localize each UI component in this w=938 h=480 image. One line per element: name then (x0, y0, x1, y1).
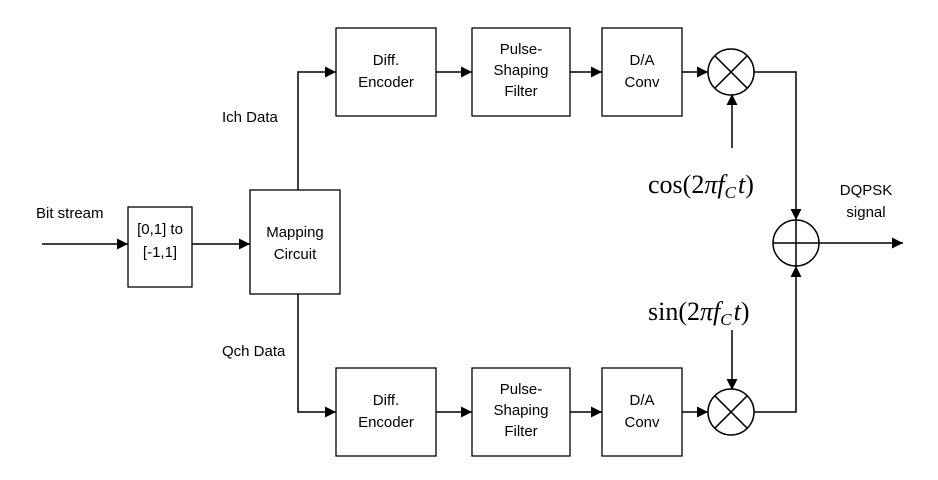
ich-filter-label-line-3: Filter (504, 83, 537, 100)
mapping-label-line-2: Circuit (274, 246, 317, 263)
wire-ich-mixer-to-summer (754, 71, 802, 220)
ich-pulse-shaping-filter-block: Pulse- Shaping Filter (471, 27, 571, 117)
signal-wires (42, 66, 903, 418)
sin-carrier-label: sin(2πfCt) (648, 297, 750, 329)
ich-dac-label-line-1: D/A (629, 52, 654, 69)
wire-qch-mixer-to-summer (754, 266, 802, 413)
output-label-line-1: DQPSK (840, 182, 893, 199)
mapping-label-line-1: Mapping (266, 224, 324, 241)
qch-dac-label-line-1: D/A (629, 392, 654, 409)
summer-icon (772, 219, 820, 267)
qch-dac-label-line-2: Conv (624, 414, 660, 431)
ich-dac-label-line-2: Conv (624, 74, 660, 91)
qch-mixer-icon (707, 388, 755, 436)
ich-dac-block: D/A Conv (601, 27, 683, 117)
qch-encoder-label-line-1: Diff. (373, 392, 399, 409)
qch-dac-block: D/A Conv (601, 367, 683, 457)
qch-filter-label-line-3: Filter (504, 423, 537, 440)
mapping-circuit-block: Mapping Circuit (249, 189, 341, 295)
ich-mixer-icon (707, 48, 755, 96)
wire-ich-branch (297, 66, 336, 190)
cos-carrier-label: cos(2πfCt) (648, 170, 754, 202)
qch-pulse-shaping-filter-block: Pulse- Shaping Filter (471, 367, 571, 457)
ich-diff-encoder-block: Diff. Encoder (335, 27, 437, 117)
qch-diff-encoder-block: Diff. Encoder (335, 367, 437, 457)
bit-stream-label: Bit stream (36, 205, 104, 222)
ich-filter-label-line-2: Shaping (493, 62, 548, 79)
wire-qch-branch (297, 294, 336, 418)
ich-encoder-label-line-2: Encoder (358, 74, 414, 91)
qch-encoder-label-line-2: Encoder (358, 414, 414, 431)
converter-label-line-2: [-1,1] (143, 244, 177, 261)
output-label-line-2: signal (846, 204, 885, 221)
converter-label-line-1: [0,1] to (137, 221, 183, 238)
ich-filter-label-line-1: Pulse- (500, 41, 543, 58)
ich-data-label: Ich Data (222, 109, 279, 126)
ich-encoder-label-line-1: Diff. (373, 52, 399, 69)
converter-block: [0,1] to [-1,1] (127, 206, 193, 288)
qch-data-label: Qch Data (222, 343, 286, 360)
qch-filter-label-line-1: Pulse- (500, 381, 543, 398)
qch-filter-label-line-2: Shaping (493, 402, 548, 419)
